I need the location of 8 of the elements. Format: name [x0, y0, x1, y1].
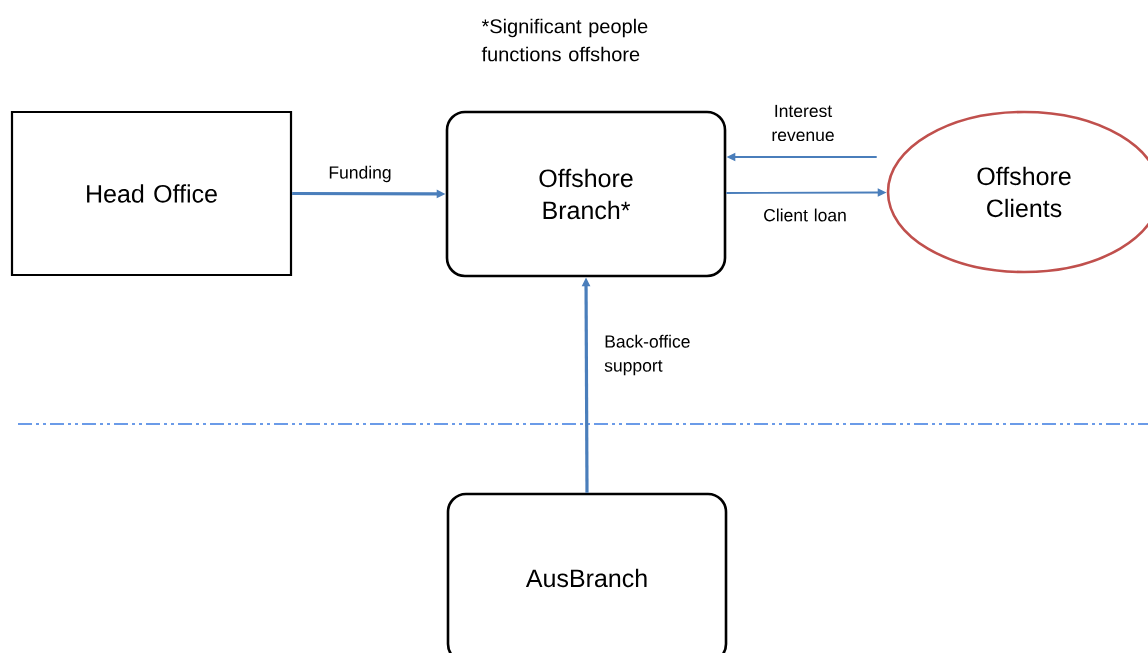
note-text: *Significant people functions offshore	[481, 18, 648, 62]
edge-label: Funding	[329, 165, 391, 183]
branch-box: AusBranch	[446, 492, 728, 653]
branch-box: Offshore Branch*	[445, 110, 727, 278]
edge-label: Interest revenue	[772, 104, 834, 142]
office-box: Head Office	[10, 110, 293, 277]
edge-label: Client loan	[764, 208, 846, 222]
edge-label: Back-office support	[604, 334, 690, 376]
